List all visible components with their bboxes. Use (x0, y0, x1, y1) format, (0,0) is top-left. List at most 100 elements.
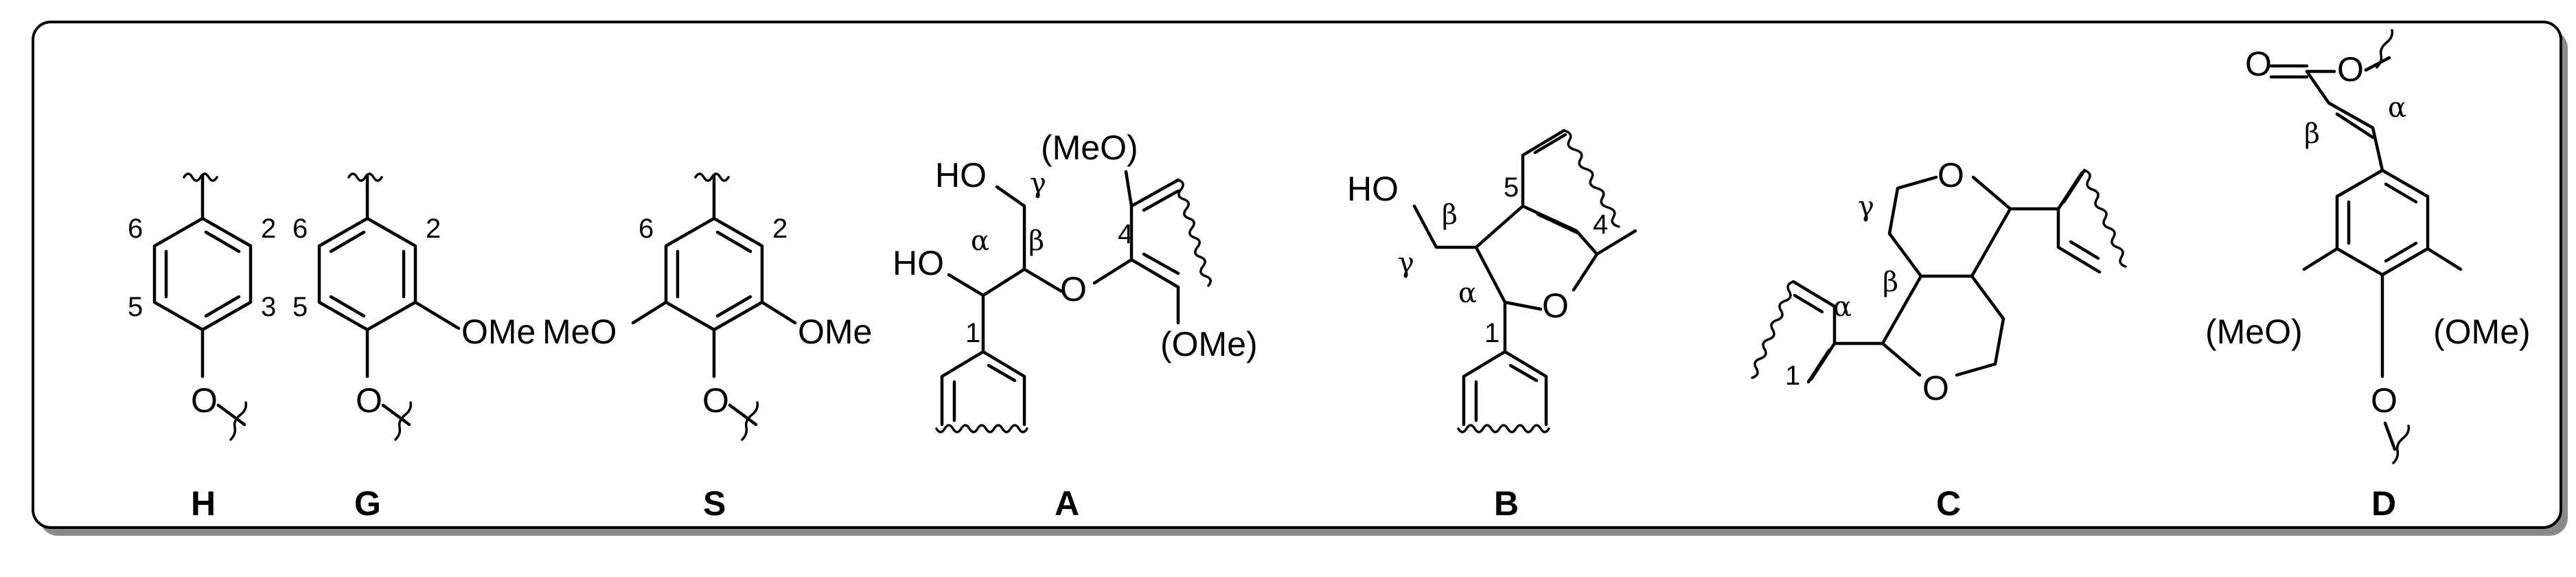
structure-s: OMe MeO O 2 6 S (542, 172, 872, 523)
s-pos-6: 6 (639, 214, 654, 244)
a-lower-ring-wavy (935, 424, 1028, 433)
a-ho-alpha: HO (893, 244, 944, 282)
s-o-wavy (741, 401, 759, 441)
d-ester-ob (2364, 56, 2391, 72)
structure-h: O 2 3 5 6 H (128, 172, 276, 523)
c-right-aryl-double (2062, 168, 2100, 260)
d-chain-double (2335, 112, 2375, 139)
c-upper-oxygen: O (1937, 156, 1964, 194)
b-alpha: α (1458, 278, 1477, 309)
label-a: A (1055, 484, 1079, 523)
d-alpha: α (2388, 92, 2406, 124)
structure-d: O O (OMe) (MeO) O β α D (2205, 29, 2531, 523)
b-pos-5: 5 (1504, 172, 1519, 203)
g-pos-6: 6 (292, 214, 308, 244)
a-gamma: γ (1030, 168, 1046, 199)
d-chain (2305, 69, 2384, 172)
d-beta: β (2304, 118, 2320, 150)
a-alpha-ho (947, 273, 985, 297)
c-beta: β (1883, 267, 1898, 298)
c-left-aryl-double (1793, 293, 1831, 384)
a-beta-o (1022, 267, 1063, 293)
g-pos-5: 5 (292, 292, 308, 322)
h-o-wavy (229, 401, 248, 441)
d-ring-inner-bonds (2347, 182, 2418, 263)
h-oxygen: O (191, 381, 218, 420)
s-oxygen: O (702, 381, 729, 420)
label-s: S (703, 484, 726, 523)
label-d: D (2371, 484, 2396, 523)
c-lower-oxygen: O (1922, 369, 1949, 407)
label-h: H (191, 484, 216, 523)
structure-a: HO HO O (MeO) (OMe) 1 4 α β γ A (893, 128, 1258, 523)
label-c: C (1936, 484, 1961, 523)
c-gamma: γ (1858, 191, 1874, 223)
a-meo-paren: (MeO) (1041, 128, 1138, 167)
c-pos-1: 1 (1785, 361, 1800, 391)
a-alpha: α (971, 225, 989, 257)
label-g: G (354, 484, 381, 523)
b-upper-wavy (1563, 129, 1620, 228)
a-ho-gamma: HO (935, 156, 987, 194)
g-ring-inner-bonds (329, 230, 406, 318)
h-pos-2: 2 (261, 214, 276, 244)
d-ester-oxygen: O (2337, 50, 2364, 89)
b-ho: HO (1347, 170, 1399, 208)
g-top-wavy (347, 172, 383, 182)
d-ome-paren: (OMe) (2433, 313, 2531, 351)
s-pos-2: 2 (772, 214, 787, 244)
b-pos-1: 1 (1484, 318, 1499, 348)
a-pos-4: 4 (1118, 219, 1133, 249)
h-pos-3: 3 (261, 292, 276, 322)
b-c4c5-double (1536, 212, 1581, 236)
s-top-wavy (694, 172, 730, 182)
g-o-wavy (394, 401, 413, 441)
b-beta: β (1442, 199, 1458, 231)
g-ome: OMe (461, 313, 536, 351)
a-ome-paren: (OMe) (1160, 325, 1258, 363)
d-ome-right-bond (2426, 247, 2463, 271)
figure-frame (32, 21, 2562, 529)
s-ome-left-bond (631, 300, 668, 325)
g-o-ether (381, 403, 411, 427)
a-ether-oxygen: O (1060, 270, 1087, 308)
g-ome-bond (413, 300, 461, 330)
c-alpha: α (1833, 291, 1852, 323)
structure-g: OMe O 2 5 6 G (292, 172, 536, 523)
b-beta-gamma (1412, 204, 1478, 249)
structure-b: O HO 1 5 4 α β γ B (1347, 128, 1637, 523)
s-ring-inner-bonds (676, 230, 752, 318)
h-o-ether (216, 403, 246, 427)
d-carbonyl (2269, 64, 2309, 79)
a-beta: β (1028, 225, 1044, 257)
h-top-wavy (183, 172, 218, 182)
a-pos-1: 1 (965, 318, 980, 348)
s-ome-left: MeO (542, 313, 617, 351)
d-o-wavy (2392, 425, 2411, 464)
a-upper-ring-double (1142, 189, 1180, 275)
structure-c: O O 1 α β γ C (1751, 156, 2127, 523)
s-o-ether (728, 403, 758, 427)
h-pos-5: 5 (128, 292, 143, 322)
a-beta-gamma (995, 185, 1026, 271)
b-upper-double (1533, 133, 1567, 155)
a-o-c4 (1092, 258, 1134, 285)
label-b: B (1494, 484, 1519, 523)
h-pos-6: 6 (128, 214, 143, 244)
d-ome-left-bond (2302, 247, 2339, 271)
a-alpha-beta (981, 267, 1026, 297)
a-upper-ring-wavy (1177, 179, 1212, 287)
c-right-aryl-wavy (2083, 169, 2127, 268)
g-oxygen: O (356, 381, 382, 420)
s-ome-right: OMe (798, 313, 872, 351)
b-upper-ring (1521, 128, 1637, 256)
b-furan-oxygen: O (1542, 286, 1569, 325)
d-o-ether (2383, 421, 2397, 451)
b-lower-ring-wavy (1457, 424, 1550, 433)
b-pos-4: 4 (1593, 210, 1608, 240)
d-carbonyl-oxygen: O (2245, 45, 2272, 83)
c-left-aryl-wavy (1751, 280, 1795, 379)
a-meo-bond (1124, 170, 1134, 208)
h-ring-inner-bonds (164, 230, 241, 318)
